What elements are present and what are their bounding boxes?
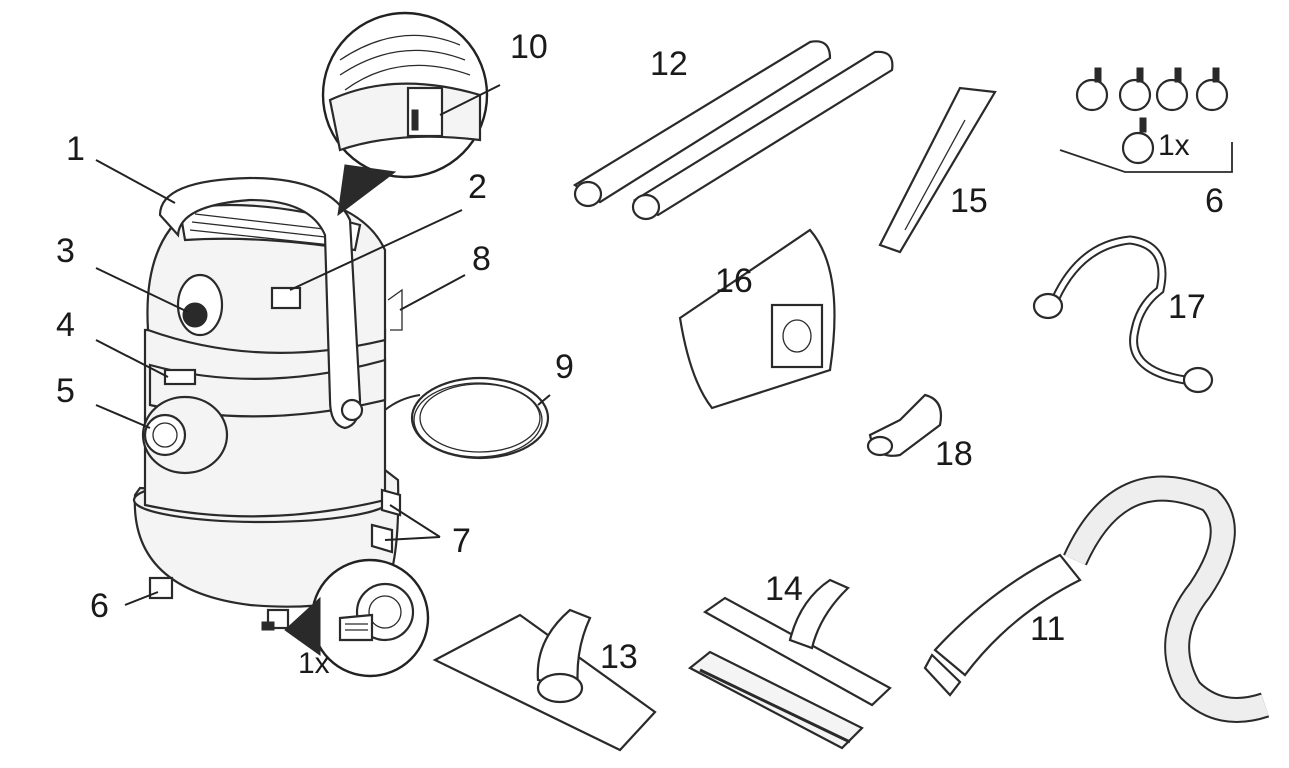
detail-zoom-castor — [284, 558, 430, 678]
carry-handle — [158, 176, 362, 430]
callout-1: 1 — [66, 130, 85, 168]
castor-set — [1059, 67, 1233, 173]
callout-18: 18 — [935, 435, 973, 473]
callout-14: 14 — [765, 570, 803, 608]
power-switch — [176, 273, 224, 337]
leader-lines — [95, 84, 551, 606]
callout-labels: 1 2 3 4 5 6 6 7 8 9 10 11 12 13 14 15 16… — [56, 28, 1224, 680]
accessory-holder — [380, 488, 402, 517]
callout-4: 4 — [56, 306, 75, 344]
qty-castor-label: 1x — [1158, 129, 1190, 162]
callout-10: 10 — [510, 28, 548, 66]
callout-2: 2 — [468, 168, 487, 206]
switch-2 — [270, 286, 302, 310]
callout-12: 12 — [650, 45, 688, 83]
cable-hook — [387, 288, 403, 331]
callout-6-body: 6 — [90, 587, 109, 625]
callout-6-castors: 6 — [1205, 182, 1224, 220]
callout-17: 17 — [1168, 288, 1206, 326]
qty-wheels-label: 1x — [298, 647, 330, 680]
detail-zoom-switch — [321, 11, 489, 217]
filter-bag — [678, 228, 836, 410]
callout-15: 15 — [950, 182, 988, 220]
vacuum-cleaner — [132, 176, 403, 631]
callout-5: 5 — [56, 372, 75, 410]
wet-dry-floor-nozzle — [688, 578, 892, 750]
callout-13: 13 — [600, 638, 638, 676]
callout-16: 16 — [715, 262, 753, 300]
adapter — [866, 393, 943, 457]
suction-tubes — [572, 40, 894, 221]
floor-nozzle — [432, 608, 657, 752]
callout-3: 3 — [56, 232, 75, 270]
suction-port — [141, 395, 229, 475]
power-cord — [384, 376, 550, 460]
callout-9: 9 — [555, 348, 574, 386]
small-hose — [1032, 235, 1214, 394]
suction-hose — [923, 475, 1270, 723]
latch — [163, 368, 197, 386]
callout-7: 7 — [452, 522, 471, 560]
callout-11: 11 — [1030, 610, 1065, 648]
callout-8: 8 — [472, 240, 491, 278]
